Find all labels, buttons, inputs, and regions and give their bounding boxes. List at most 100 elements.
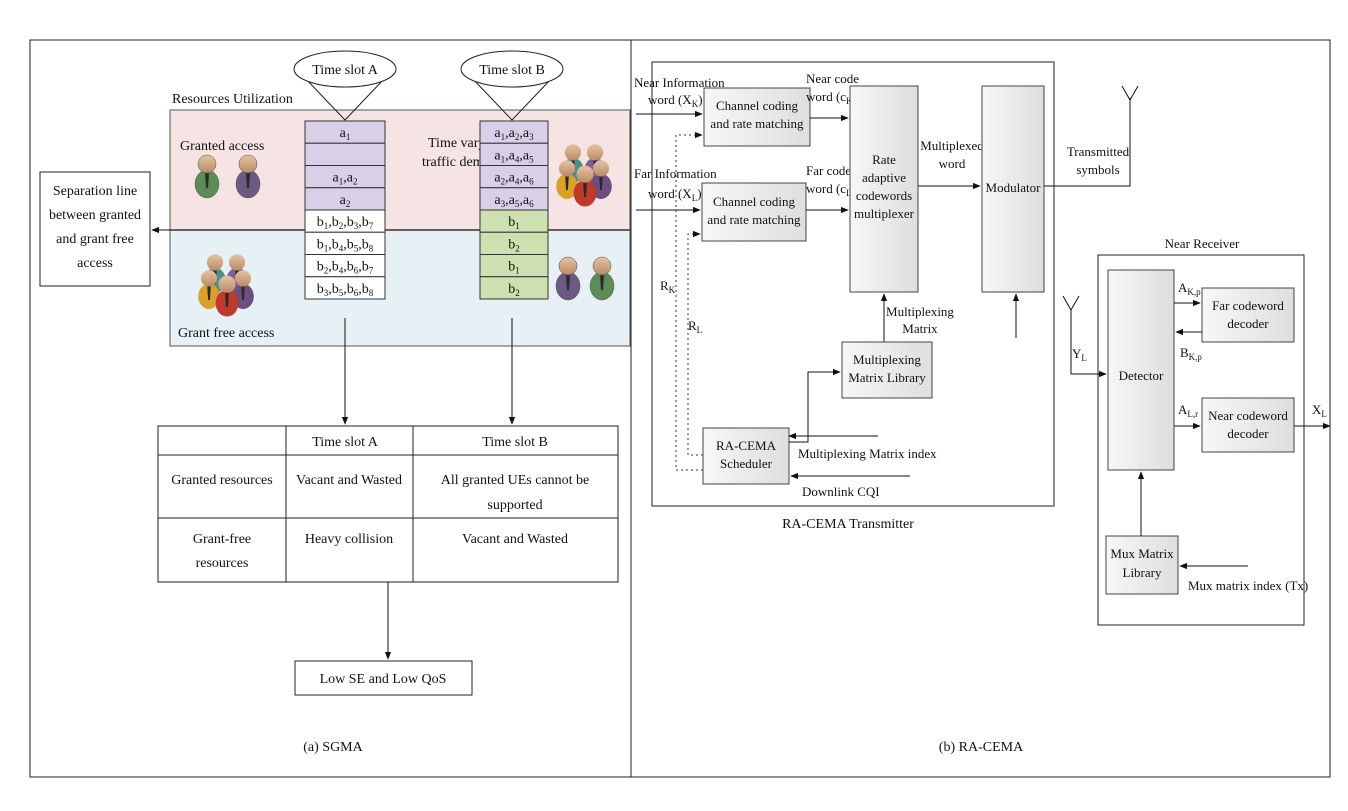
matrix-library-line-2: Matrix Library — [848, 370, 926, 385]
table-header-slot-a: Time slot A — [312, 435, 379, 450]
bkp-label: BK,p — [1180, 345, 1202, 362]
sgma-caption: (a) SGMA — [303, 740, 363, 755]
resource-slot-label: b2 — [508, 237, 520, 253]
multiplexed-word-line-2: word — [939, 156, 966, 171]
resource-slot-cell — [304, 142, 386, 166]
near-channel-coding-block — [703, 87, 811, 147]
separation-note-line-2: between granted — [49, 208, 141, 223]
transmitter-label: RA-CEMA Transmitter — [782, 517, 914, 532]
modulator-label: Modulator — [986, 180, 1042, 195]
rl-feedback-line — [687, 230, 703, 456]
near-code-label-2: word (cK) — [806, 89, 857, 106]
resource-slot-label: b2,b4,b6,b7 — [317, 260, 374, 276]
comparison-table: Time slot A Time slot B Granted resource… — [157, 425, 619, 583]
akp-label: AK,p — [1178, 280, 1201, 297]
resource-slot-label: b1,b2,b3,b7 — [317, 215, 374, 231]
user-icon — [589, 256, 615, 301]
result-box — [294, 660, 473, 696]
resource-slot-label: b3,b5,b6,b8 — [317, 282, 374, 298]
far-channel-coding-block — [701, 182, 807, 242]
mux-index-label: Mux matrix index (Tx) — [1188, 578, 1308, 593]
far-channel-coding-line-2: and rate matching — [707, 212, 801, 227]
near-code-label-1: Near code — [806, 71, 859, 86]
scheduler-line-1: RA-CEMA — [716, 438, 777, 453]
yl-label: YL — [1072, 346, 1087, 363]
slot-a-resource-column: a1a1,a2a2b1,b2,b3,b7b1,b4,b5,b8b2,b4,b6,… — [304, 120, 386, 300]
matrix-index-label: Multiplexing Matrix index — [798, 446, 937, 461]
outer-frame — [29, 39, 1331, 778]
multiplexed-word-line-1: Multiplexed — [920, 138, 984, 153]
near-receiver-label: Near Receiver — [1165, 236, 1240, 251]
transmit-line — [1044, 98, 1131, 187]
detector-block — [1107, 269, 1175, 471]
rk-label: RK — [660, 278, 676, 295]
table-cell: All granted UEs cannot be — [441, 473, 590, 488]
mux-library-block — [1105, 535, 1179, 595]
transmitter-frame — [651, 61, 1055, 507]
resource-slot-label: a1,a2 — [333, 171, 358, 187]
near-channel-coding-line-2: and rate matching — [710, 116, 804, 131]
far-channel-coding-line-1: Channel coding — [713, 194, 795, 209]
resource-slot-cell — [304, 276, 386, 300]
racema-caption: (b) RA-CEMA — [939, 740, 1024, 755]
detector-label: Detector — [1119, 368, 1164, 383]
mux-library-line-1: Mux Matrix — [1110, 546, 1174, 561]
scheduler-block — [702, 427, 790, 485]
resource-slot-cell — [479, 276, 549, 300]
receive-line — [1070, 310, 1107, 378]
resource-slot-label: a1,a4,a5 — [494, 148, 534, 164]
far-word-label: word (XL) — [648, 186, 702, 203]
alr-label: AL,r — [1178, 402, 1198, 419]
time-slot-a-callout: Time slot A — [293, 50, 397, 121]
separation-note-line-1: Separation line — [53, 184, 137, 199]
multiplexing-matrix-label-2: Matrix — [902, 321, 938, 336]
scheduler-to-library-arrow — [789, 368, 841, 443]
user-icon — [194, 154, 220, 199]
matrix-library-block — [841, 341, 933, 399]
time-slot-a-label: Time slot A — [312, 63, 379, 78]
resource-slot-label: b1 — [508, 260, 520, 276]
table-cell: Heavy collision — [305, 532, 393, 547]
mux-library-line-2: Library — [1123, 565, 1162, 580]
table-cell: Vacant and Wasted — [296, 473, 402, 488]
near-receiver-frame — [1097, 254, 1305, 626]
multiplexer-line-4: multiplexer — [854, 206, 915, 221]
resources-utilization-label: Resources Utilization — [172, 92, 293, 107]
table-cell: Vacant and Wasted — [462, 532, 568, 547]
granted-access-label: Granted access — [180, 139, 264, 154]
table-header-slot-b: Time slot B — [482, 435, 548, 450]
table-cell: Granted resources — [171, 473, 272, 488]
modulator-block — [981, 85, 1045, 293]
near-decoder-line-2: decoder — [1227, 426, 1269, 441]
user-icon — [555, 256, 581, 301]
scheduler-line-2: Scheduler — [720, 456, 773, 471]
time-slot-b-callout: Time slot B — [460, 50, 564, 121]
near-decoder-line-1: Near codeword — [1208, 408, 1288, 423]
grant-free-access-label: Grant free access — [178, 326, 274, 341]
transmitted-symbols-line-1: Transmitted — [1067, 144, 1130, 159]
far-code-label-1: Far code — [806, 163, 851, 178]
resource-slot-label: a1,a2,a3 — [494, 126, 534, 142]
antenna-icon — [1062, 295, 1080, 312]
resource-slot-label: b2 — [508, 282, 520, 298]
resource-slot-label: b1 — [508, 215, 520, 231]
multiplexer-line-1: Rate — [872, 152, 896, 167]
separation-note-line-4: access — [77, 256, 113, 271]
time-slot-b-label: Time slot B — [479, 63, 545, 78]
result-label: Low SE and Low QoS — [320, 672, 447, 687]
antenna-icon — [1121, 85, 1139, 102]
resource-slot-label: a2,a4,a6 — [494, 171, 534, 187]
far-decoder-line-2: decoder — [1227, 316, 1269, 331]
multiplexing-matrix-label-1: Multiplexing — [886, 304, 954, 319]
rl-label: RL — [688, 318, 702, 335]
far-decoder-block — [1201, 287, 1295, 343]
xl-label: XL — [1312, 402, 1327, 419]
resource-slot-label: a1 — [340, 126, 351, 142]
near-word-label: word (XK) — [648, 92, 703, 109]
racema-panel: RA-CEMA Transmitter Near Information wor… — [634, 61, 1331, 755]
far-code-label-2: word (cL) — [806, 181, 856, 198]
multiplexer-block — [849, 85, 919, 293]
transmitted-symbols-line-2: symbols — [1076, 162, 1119, 177]
